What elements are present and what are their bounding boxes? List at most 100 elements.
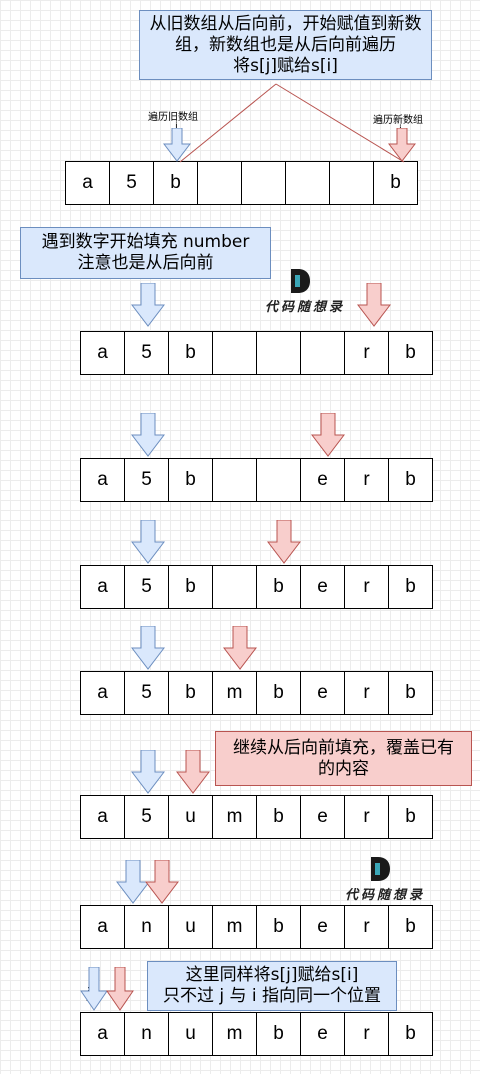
array-cell: u <box>169 795 213 839</box>
array-cell <box>213 331 257 375</box>
logo-text: 代码随想录 <box>344 888 425 903</box>
array-row-3: a 5 b e r b <box>80 458 433 502</box>
note-line: 将s[j]赋给s[i] <box>233 55 338 76</box>
i-pointer-arrow-icon <box>145 860 179 904</box>
j-pointer-arrow-icon <box>131 283 165 327</box>
j-pointer-arrow-icon <box>80 967 108 1011</box>
logo-text: 代码随想录 <box>264 300 345 315</box>
array-cell: a <box>81 671 125 715</box>
old-array-label: 遍历旧数组 <box>148 112 198 123</box>
array-row-2: a 5 b r b <box>80 331 433 375</box>
array-cell: b <box>169 331 213 375</box>
array-cell <box>286 161 330 205</box>
array-cell: 5 <box>125 458 169 502</box>
array-cell: e <box>301 458 345 502</box>
logo: 代码随想录 <box>253 268 357 315</box>
array-cell: a <box>81 905 125 949</box>
connector-line-left <box>179 83 277 163</box>
array-cell: b <box>389 458 433 502</box>
array-cell: u <box>169 1012 213 1056</box>
array-cell <box>257 331 301 375</box>
i-pointer-arrow-icon <box>388 128 416 162</box>
array-cell: u <box>169 905 213 949</box>
array-cell: b <box>257 795 301 839</box>
j-pointer-arrow-icon <box>131 413 165 457</box>
note-line: 组，新数组也是从后向前遍历 <box>175 34 396 55</box>
note-line: 注意也是从后向前 <box>77 253 214 273</box>
array-cell: 5 <box>125 565 169 609</box>
array-row-6: a 5 u m b e r b <box>80 795 433 839</box>
j-pointer-arrow-icon <box>131 750 165 794</box>
array-cell: e <box>301 795 345 839</box>
array-cell: e <box>301 905 345 949</box>
new-array-label: 遍历新数组 <box>373 115 423 126</box>
array-cell: n <box>125 1012 169 1056</box>
array-cell: b <box>257 1012 301 1056</box>
note-step8: 这里同样将s[j]赋给s[i] 只不过 j 与 i 指向同一个位置 <box>147 961 397 1011</box>
array-cell: b <box>257 565 301 609</box>
array-cell: b <box>257 905 301 949</box>
connector-line-right <box>275 83 405 163</box>
array-cell: 5 <box>125 795 169 839</box>
note-line: 继续从后向前填充，覆盖已有 <box>233 737 454 758</box>
array-cell: e <box>301 565 345 609</box>
array-cell: b <box>389 331 433 375</box>
array-cell: r <box>345 905 389 949</box>
array-cell: a <box>66 161 110 205</box>
i-pointer-arrow-icon <box>357 283 391 327</box>
array-cell: e <box>301 1012 345 1056</box>
array-cell: b <box>257 671 301 715</box>
array-cell: r <box>345 458 389 502</box>
note-line: 的内容 <box>318 758 369 779</box>
array-cell: a <box>81 1012 125 1056</box>
array-cell <box>213 565 257 609</box>
old-array-j-label: j <box>175 121 178 132</box>
array-cell: b <box>154 161 198 205</box>
array-cell: m <box>213 795 257 839</box>
i-pointer-arrow-icon <box>267 520 301 564</box>
i-pointer-arrow-icon <box>106 967 134 1011</box>
array-cell: a <box>81 331 125 375</box>
array-cell <box>242 161 286 205</box>
array-cell: a <box>81 458 125 502</box>
note-step2: 遇到数字开始填充 number 注意也是从后向前 <box>20 227 271 279</box>
array-cell: b <box>389 1012 433 1056</box>
note-line: 遇到数字开始填充 number <box>41 232 250 252</box>
array-cell: a <box>81 795 125 839</box>
array-cell: b <box>389 795 433 839</box>
j-pointer-arrow-icon <box>163 128 191 162</box>
array-cell: e <box>301 671 345 715</box>
logo-mark-icon <box>371 857 390 881</box>
array-cell: a <box>81 565 125 609</box>
j-pointer-arrow-icon <box>131 626 165 670</box>
array-cell: r <box>345 1012 389 1056</box>
note-step6: 继续从后向前填充，覆盖已有 的内容 <box>215 731 472 786</box>
j-pointer-arrow-icon <box>131 520 165 564</box>
note-line: 从旧数组从后向前，开始赋值到新数 <box>149 13 422 34</box>
array-cell: b <box>169 458 213 502</box>
i-pointer-arrow-icon <box>223 626 257 670</box>
array-cell: 5 <box>125 331 169 375</box>
array-row-4: a 5 b b e r b <box>80 565 433 609</box>
array-cell <box>198 161 242 205</box>
array-cell: m <box>213 905 257 949</box>
array-cell: m <box>213 1012 257 1056</box>
array-cell: b <box>169 671 213 715</box>
array-cell <box>330 161 374 205</box>
array-cell: b <box>374 161 418 205</box>
array-cell: b <box>389 905 433 949</box>
array-cell <box>257 458 301 502</box>
logo-mark-icon <box>291 269 310 293</box>
array-cell: r <box>345 565 389 609</box>
array-row-5: a 5 b m b e r b <box>80 671 433 715</box>
note-step1: 从旧数组从后向前，开始赋值到新数 组，新数组也是从后向前遍历 将s[j]赋给s[… <box>139 10 432 80</box>
i-pointer-arrow-icon <box>311 413 345 457</box>
array-row-1: a 5 b b <box>65 161 418 205</box>
array-cell: 5 <box>125 671 169 715</box>
note-line: 这里同样将s[j]赋给s[i] <box>185 965 359 985</box>
j-pointer-arrow-icon <box>116 860 150 904</box>
array-cell <box>213 458 257 502</box>
logo: 代码随想录 <box>333 856 437 903</box>
array-row-8: a n u m b e r b <box>80 1012 433 1056</box>
